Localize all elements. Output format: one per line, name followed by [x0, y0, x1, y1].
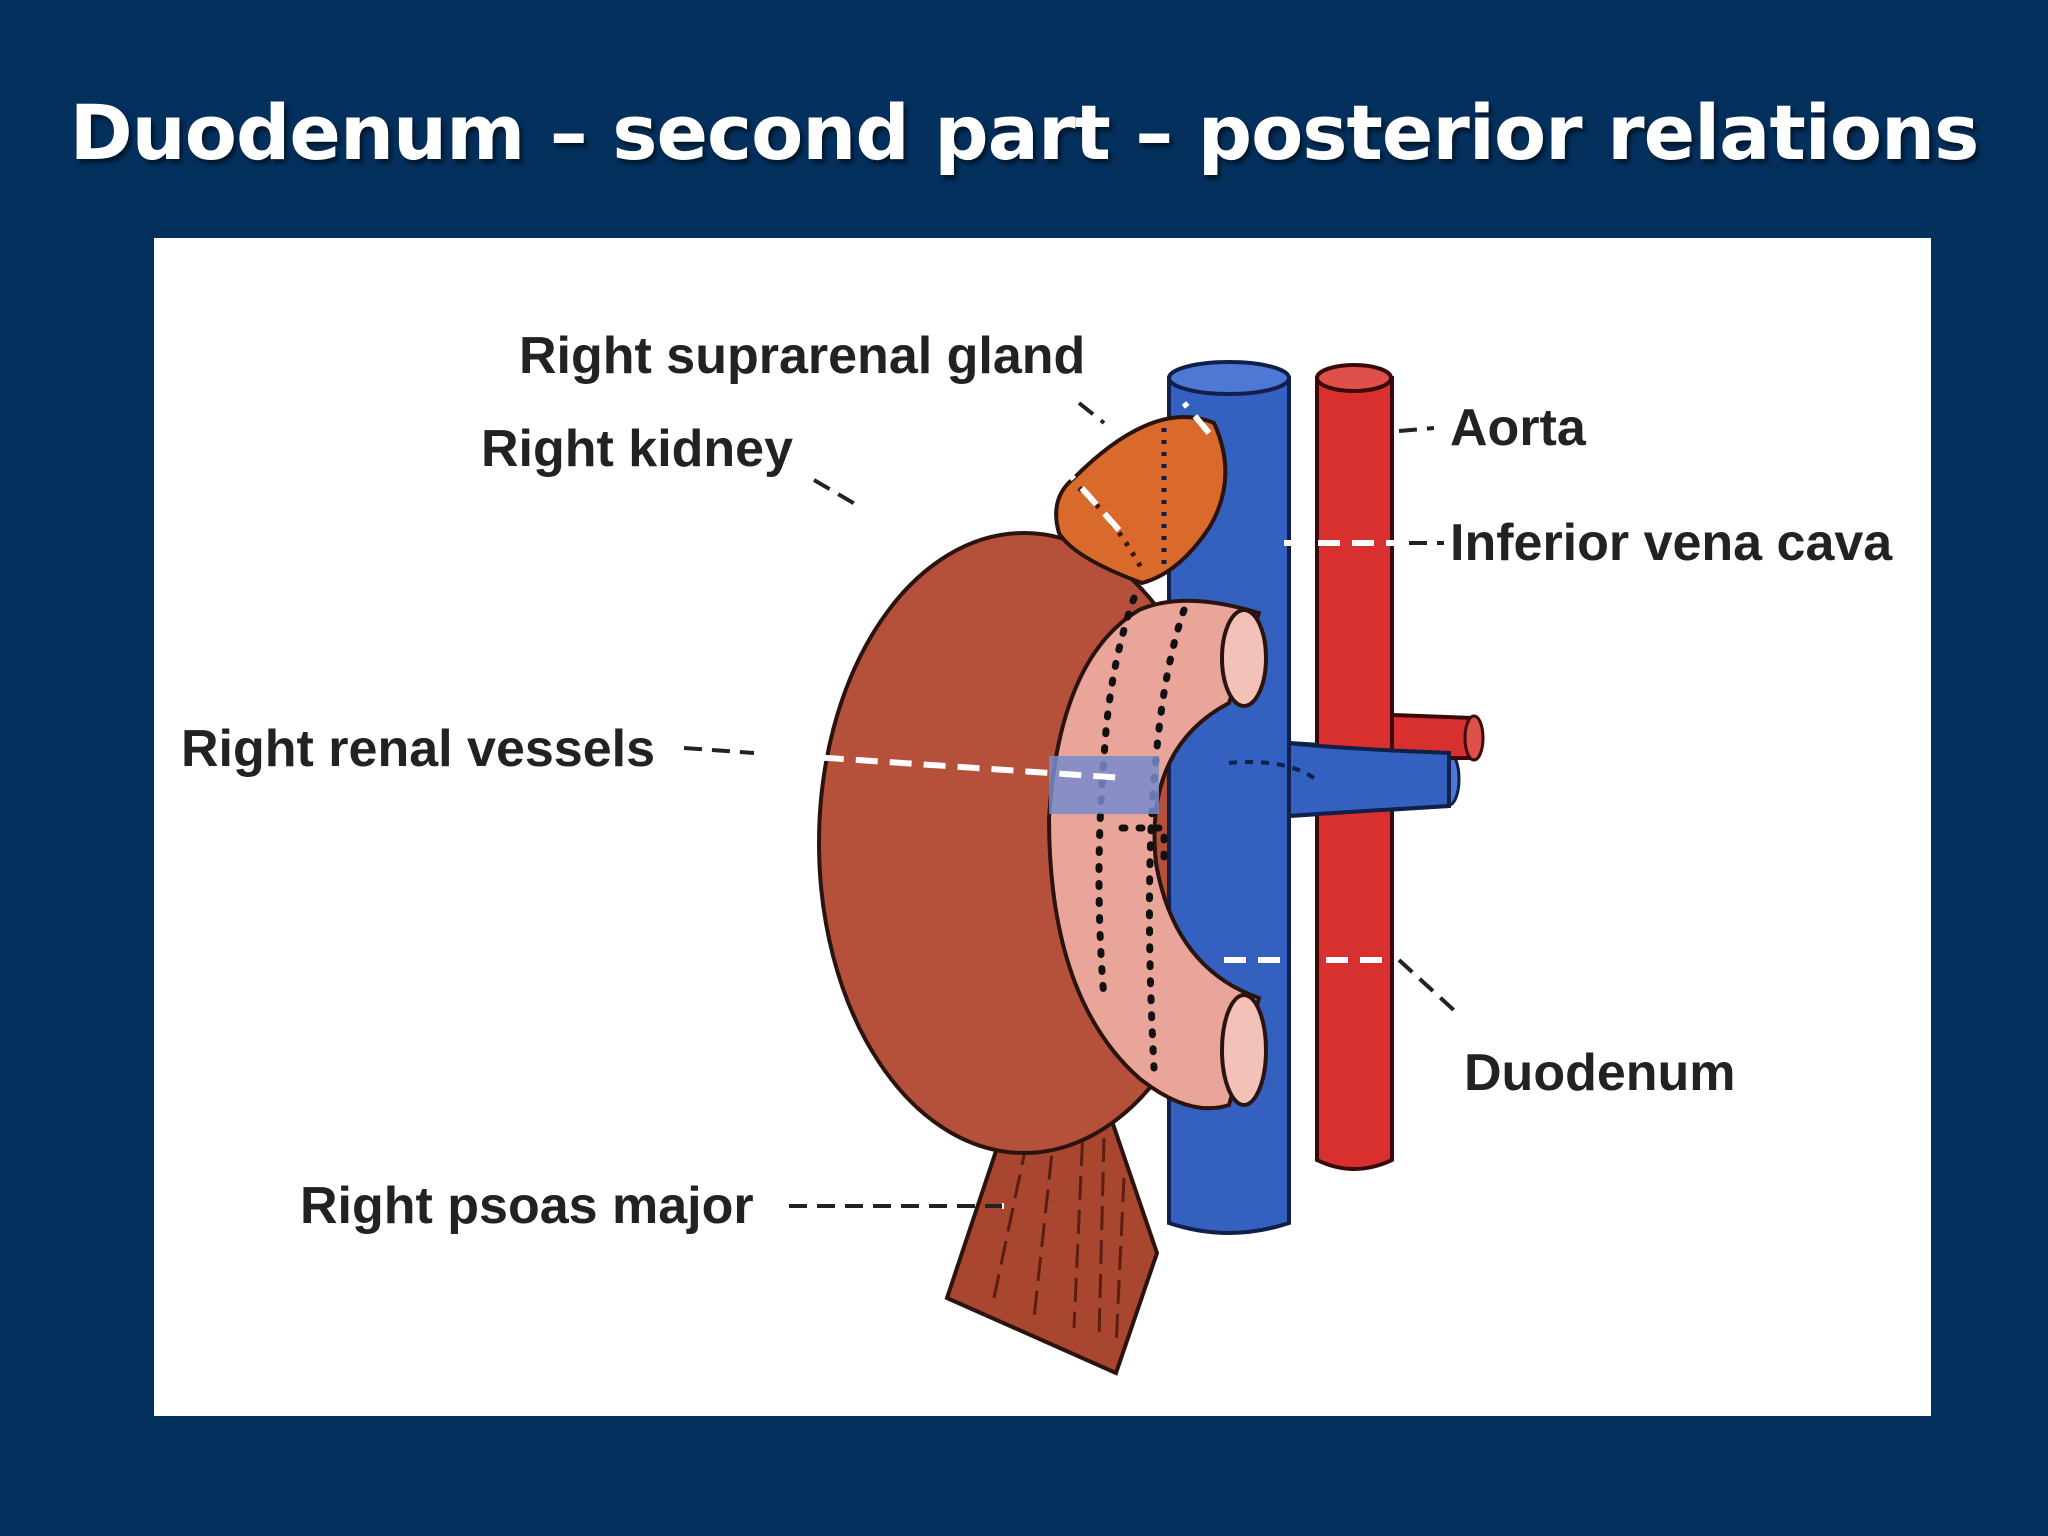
renal-vessels-leader-line-dark [683, 746, 755, 755]
label-inferior-vena-cava: Inferior vena cava [1450, 514, 1893, 572]
renal-vessels-leader-line [753, 750, 1125, 781]
anatomy-diagram: Right suprarenal gland Right kidney Righ… [181, 327, 1893, 1376]
duodenum-leader-line-dark [1397, 958, 1459, 1015]
slide-title: Duodenum – second part – posterior relat… [69, 88, 1980, 177]
kidney-leader-line-dark [812, 478, 864, 510]
label-duodenum: Duodenum [1464, 1044, 1736, 1102]
label-renal-vessels: Right renal vessels [181, 720, 655, 778]
renal-vein-crossing [1287, 740, 1451, 819]
label-right-kidney: Right kidney [481, 420, 793, 478]
kidney-leader-line [1061, 466, 1122, 532]
renal-vessels-band [1049, 756, 1159, 814]
suprarenal-leader-line [1181, 401, 1212, 435]
duodenum-segment [1046, 594, 1268, 1111]
aorta-leader-line [1398, 426, 1435, 433]
label-aorta: Aorta [1450, 399, 1587, 457]
diagram-panel: Right suprarenal gland Right kidney Righ… [154, 238, 1931, 1416]
label-psoas-major: Right psoas major [300, 1177, 754, 1235]
label-suprarenal-gland: Right suprarenal gland [519, 327, 1085, 385]
suprarenal-leader-line-dark [1077, 401, 1106, 425]
